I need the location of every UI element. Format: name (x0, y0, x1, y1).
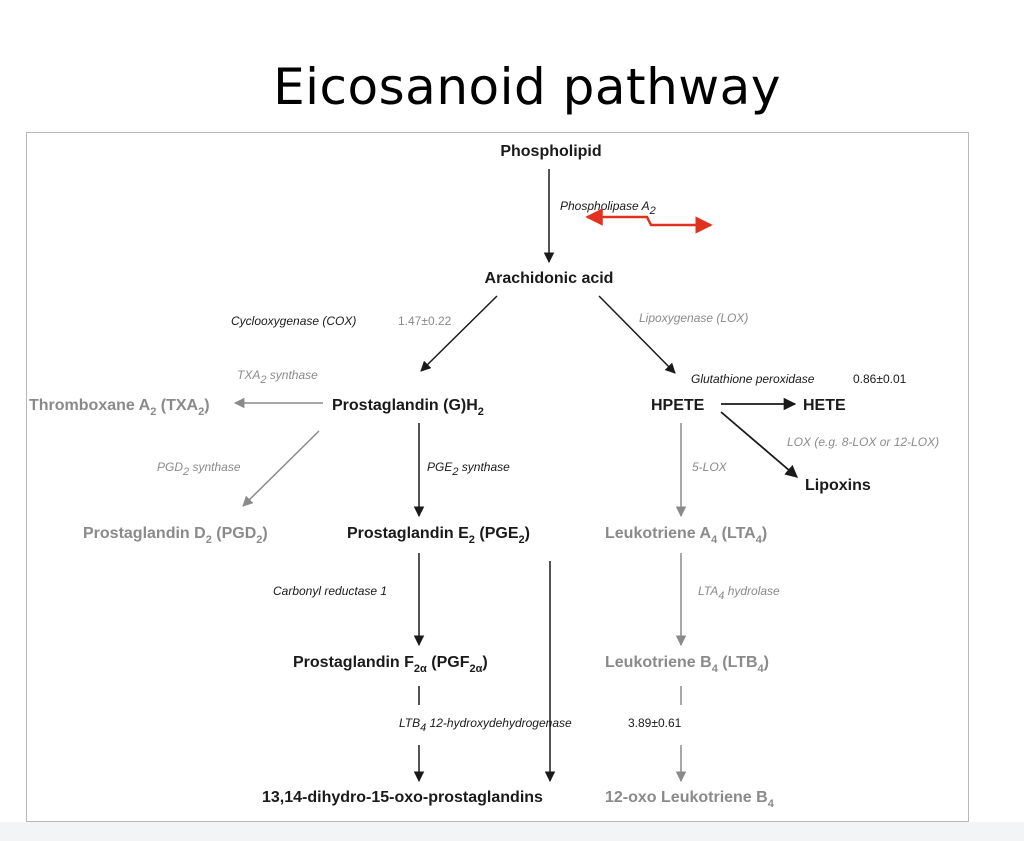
node-hete: HETE (803, 397, 846, 414)
slide-title: Eicosanoid pathway (273, 58, 781, 116)
arrow-aa-to-pgh2 (420, 295, 498, 372)
node-prostaglandin-f2a: Prostaglandin F2α (PGF2α) (293, 654, 488, 675)
node-lipoxins: Lipoxins (805, 477, 871, 494)
node-hpete: HPETE (651, 397, 705, 414)
node-leukotriene-a4: Leukotriene A4 (LTA4) (605, 525, 767, 546)
node-thromboxane-a2: Thromboxane A2 (TXA2) (29, 397, 210, 418)
enzyme-lipoxygenase: Lipoxygenase (LOX) (639, 311, 748, 325)
enzyme-phospholipase-a2: Phospholipase A2 (560, 199, 656, 217)
arrow-pgh2-to-pgd2 (242, 430, 320, 507)
enzyme-carbonyl-reductase-1: Carbonyl reductase 1 (273, 584, 387, 598)
enzyme-lox-alternative: LOX (e.g. 8-LOX or 12-LOX) (787, 435, 939, 449)
value-ltb4-dh: 3.89±0.61 (628, 716, 682, 730)
arrow-hpete-to-lipoxins (720, 411, 798, 478)
enzyme-txa2-synthase: TXA2 synthase (237, 368, 318, 386)
pathway-svg: Phospholipid Arachidonic acid Thromboxan… (29, 143, 939, 810)
enzyme-ltb4-12-hydroxydehydrogenase: LTB4 12-hydroxydehydrogenase (399, 716, 572, 734)
enzyme-lta4-hydrolase: LTA4 hydrolase (698, 584, 780, 602)
pathway-diagram: Phospholipid Arachidonic acid Thromboxan… (26, 132, 969, 822)
bottom-strip (0, 822, 1024, 841)
node-prostaglandin-h2: Prostaglandin (G)H2 (332, 397, 484, 418)
arrow-aa-to-hpete (598, 295, 676, 374)
node-prostaglandin-e2: Prostaglandin E2 (PGE2) (347, 525, 530, 546)
node-leukotriene-b4: Leukotriene B4 (LTB4) (605, 654, 769, 675)
enzyme-glutathione-peroxidase: Glutathione peroxidase (691, 372, 815, 386)
value-gpx: 0.86±0.01 (853, 372, 907, 386)
value-cox: 1.47±0.22 (398, 314, 452, 328)
enzyme-pgd2-synthase: PGD2 synthase (157, 460, 241, 478)
enzyme-5-lox: 5-LOX (692, 460, 728, 474)
node-12-oxo-leukotriene-b4: 12-oxo Leukotriene B4 (605, 789, 775, 810)
node-phospholipid: Phospholipid (500, 143, 601, 160)
enzyme-cyclooxygenase: Cyclooxygenase (COX) (231, 314, 356, 328)
enzyme-pge2-synthase: PGE2 synthase (427, 460, 510, 478)
highlight-arrow (585, 208, 713, 234)
node-oxo-prostaglandins: 13,14-dihydro-15-oxo-prostaglandins (262, 789, 543, 806)
node-arachidonic-acid: Arachidonic acid (485, 270, 614, 287)
node-prostaglandin-d2: Prostaglandin D2 (PGD2) (83, 525, 268, 546)
